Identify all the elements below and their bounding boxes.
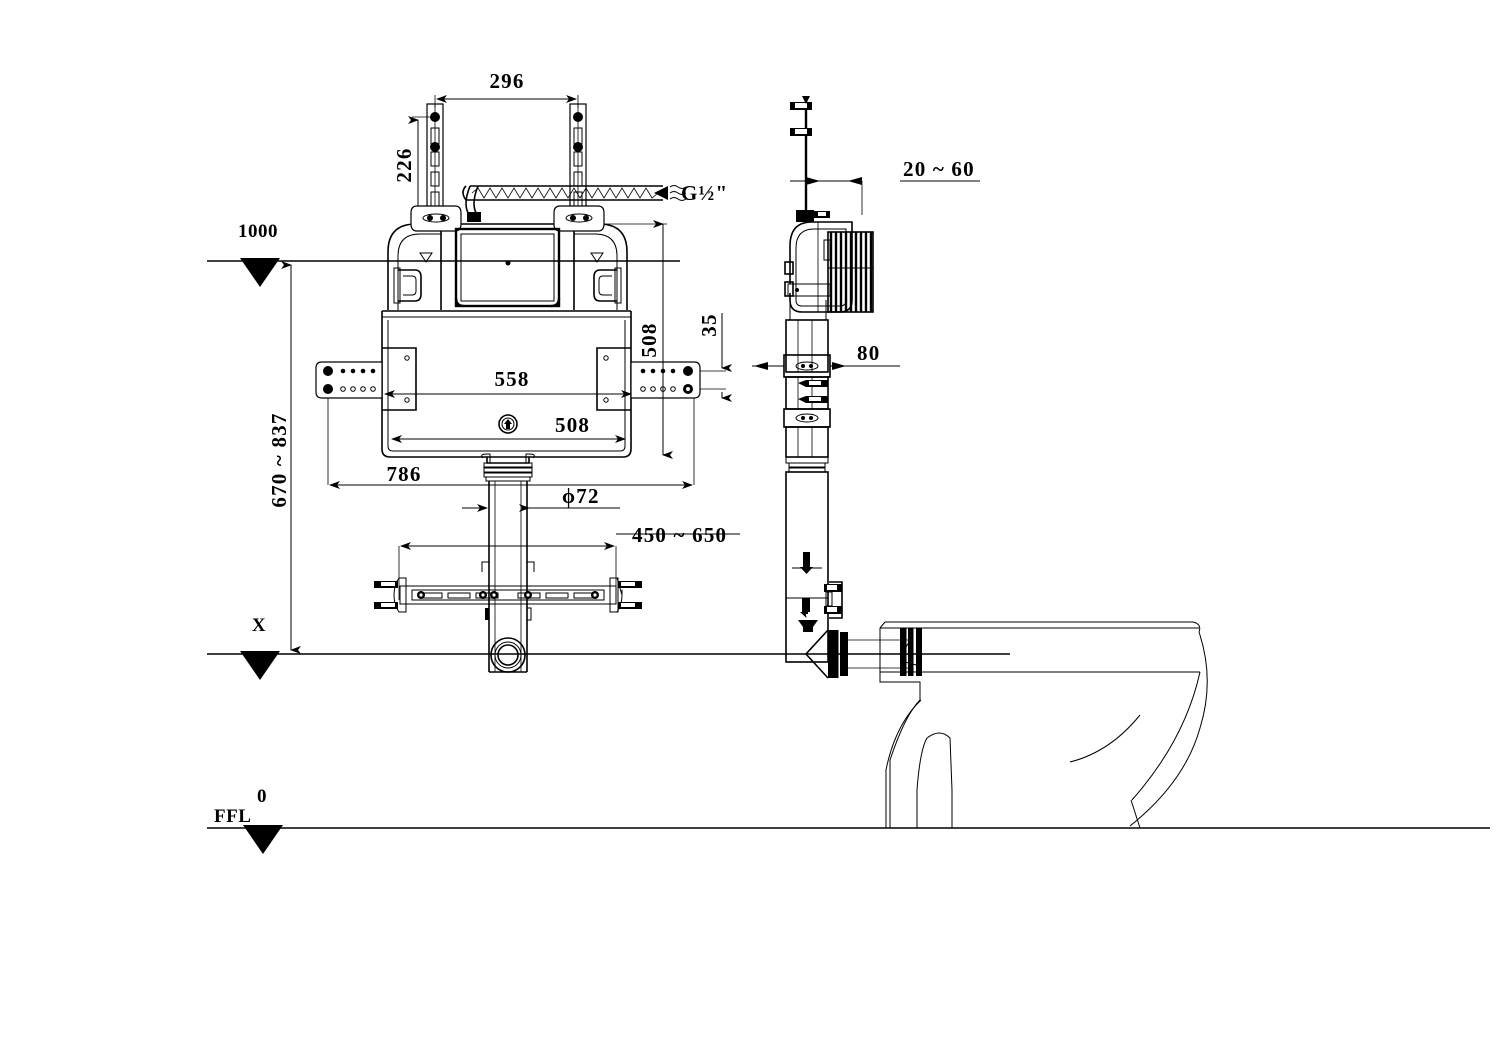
dim-296: 296 <box>434 69 579 108</box>
side-view-assembly: 20 ~ 60 <box>752 96 980 679</box>
outlet-collar <box>481 453 535 482</box>
dim-226: 226 <box>392 116 433 213</box>
rail-end-left <box>374 577 407 613</box>
dim-20-60-label: 20 ~ 60 <box>903 157 975 181</box>
dim-80: 80 <box>752 341 900 370</box>
dim-786-label: 786 <box>386 462 421 486</box>
dim-508-vertical: 508 <box>605 220 673 459</box>
dim-786: 786 <box>327 398 695 489</box>
dim-558: 558 <box>384 367 632 398</box>
bottom-mounting-rail <box>374 561 642 621</box>
rail-end-right <box>609 577 642 613</box>
dim-80-label: 80 <box>857 341 880 365</box>
dim-20-60: 20 ~ 60 <box>790 157 980 215</box>
dim-450-650-label: 450 ~ 650 <box>632 523 727 547</box>
inlet-spec-text: G½" <box>681 181 728 205</box>
level-marker-ffl <box>243 825 283 854</box>
dim-508-horizontal: 508 <box>391 413 626 443</box>
dim-508-horizontal-label: 508 <box>555 413 590 437</box>
level-marker-1000 <box>240 258 280 287</box>
level-x-label: X <box>252 615 266 636</box>
bowl-inlet-seal <box>900 628 922 676</box>
dim-450-650: 450 ~ 650 <box>398 523 740 600</box>
frame-hook-left <box>393 267 422 304</box>
water-supply-hose <box>462 185 663 222</box>
inlet-spec-label: G½" <box>681 181 728 205</box>
dim-35: 35 <box>697 313 732 402</box>
mount-plate-left <box>382 347 417 411</box>
level-reference-lines <box>207 260 1490 829</box>
water-flow-icon <box>654 185 687 201</box>
pan-connector <box>804 629 908 679</box>
level-ffl-label: FFL <box>214 806 251 827</box>
dim-226-label: 226 <box>392 147 416 182</box>
bracket-arm-right <box>630 361 701 399</box>
dim-558-label: 558 <box>494 367 529 391</box>
dim-508-vertical-label: 508 <box>637 322 661 357</box>
dim-seat-range-label: 670 ~ 837 <box>267 412 291 507</box>
flush-bellows <box>823 231 874 313</box>
circled-marker-icon <box>498 414 518 434</box>
rail-clamp-right <box>553 205 605 232</box>
level-1000-label: 1000 <box>238 221 278 242</box>
dim-35-label: 35 <box>697 313 721 336</box>
mount-plate-right <box>596 347 631 411</box>
front-view-top-rails <box>426 103 587 223</box>
outlet-pipe <box>488 481 528 673</box>
dim-seat-range: 670 ~ 837 <box>267 261 301 654</box>
bracket-arm-left <box>315 361 383 399</box>
pan-clip <box>824 581 843 619</box>
level-ffl-value: 0 <box>257 786 267 807</box>
toilet-pan <box>879 621 1208 829</box>
frame-hook-right <box>593 267 622 304</box>
front-view-cistern <box>315 205 701 673</box>
dim-diameter-72-label: ϕ72 <box>562 484 600 508</box>
level-marker-x <box>240 651 280 680</box>
dim-296-label: 296 <box>489 69 524 93</box>
dim-diameter-72: ϕ72 <box>462 484 620 512</box>
rail-clamp-left <box>410 205 462 232</box>
